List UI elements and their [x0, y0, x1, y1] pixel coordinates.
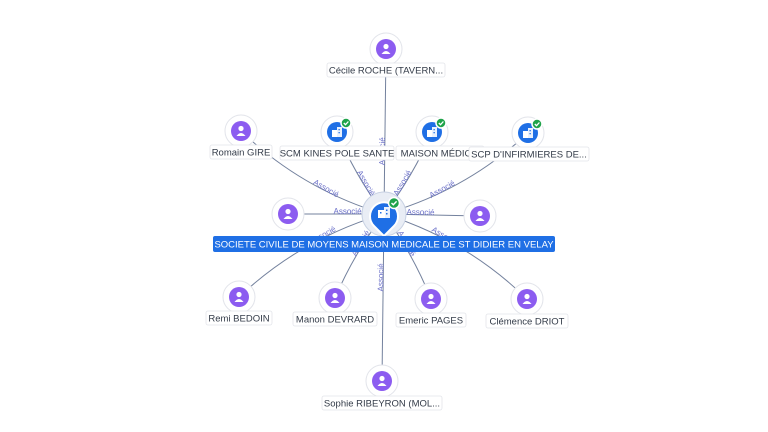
person-icon — [475, 210, 485, 221]
node-label-text: Manon DEVRARD — [296, 315, 374, 326]
node-label-text: Remi BEDOIN — [208, 314, 269, 325]
person-icon — [381, 43, 391, 54]
check-badge-icon — [531, 118, 543, 130]
node-label-text: SCM KINES POLE SANTE — [280, 149, 395, 160]
node-label: Romain GIRE — [209, 144, 273, 160]
person-node[interactable]: Cécile ROCHE (TAVERN... — [326, 32, 446, 78]
building-icon — [332, 127, 342, 137]
node-label: SCM KINES POLE SANTE — [279, 145, 395, 161]
person-node[interactable]: Clémence DRIOT — [485, 282, 569, 329]
check-badge-icon — [387, 196, 401, 210]
edge-label: Associé — [355, 169, 377, 198]
node-label: Manon DEVRARD — [292, 311, 378, 327]
person-node[interactable]: Emeric PAGES — [395, 282, 467, 328]
edge-label: Associé — [392, 168, 414, 197]
company-node[interactable]: SCP D'INFIRMIERES DE... — [468, 116, 590, 162]
check-badge-icon — [435, 117, 447, 129]
building-icon — [378, 207, 390, 218]
company-node[interactable]: MAISON MÉDIC... — [395, 115, 485, 161]
node-label: Cécile ROCHE (TAVERN... — [326, 62, 446, 78]
person-icon — [522, 293, 532, 304]
person-node[interactable] — [271, 197, 305, 231]
node-label-text: Emeric PAGES — [399, 316, 463, 327]
person-icon — [426, 293, 436, 304]
node-label: Emeric PAGES — [395, 312, 467, 328]
person-icon — [236, 125, 246, 136]
person-icon — [377, 375, 387, 386]
person-node[interactable]: Romain GIRE — [209, 114, 273, 160]
center-node-pin — [369, 201, 399, 238]
person-node[interactable]: Manon DEVRARD — [292, 281, 378, 327]
edge-label: Associé — [406, 207, 435, 217]
node-label-text: Sophie RIBEYRON (MOL... — [324, 399, 440, 410]
node-label: Clémence DRIOT — [485, 313, 569, 329]
company-node[interactable]: SCM KINES POLE SANTE — [279, 115, 395, 161]
center-label-text: SOCIETE CIVILE DE MOYENS MAISON MEDICALE… — [214, 240, 554, 251]
person-icon — [234, 291, 244, 302]
edge-line — [238, 213, 385, 298]
building-icon — [523, 128, 533, 138]
person-node[interactable]: Remi BEDOIN — [205, 280, 273, 326]
nodes-layer: Cécile ROCHE (TAVERN... Romain GIRE SCM KI… — [205, 32, 590, 411]
node-label-text: Cécile ROCHE (TAVERN... — [329, 66, 443, 77]
node-label-text: Romain GIRE — [212, 148, 271, 159]
person-icon — [330, 292, 340, 303]
center-label-box — [213, 236, 555, 252]
person-node[interactable] — [463, 199, 497, 233]
node-label-text: MAISON MÉDIC... — [401, 149, 480, 160]
node-label: SCP D'INFIRMIERES DE... — [468, 146, 590, 162]
person-node[interactable]: Sophie RIBEYRON (MOL... — [321, 364, 443, 411]
edge-label: Associé — [334, 207, 363, 216]
node-label: Remi BEDOIN — [205, 310, 273, 326]
building-icon — [427, 127, 437, 137]
center-label[interactable]: SOCIETE CIVILE DE MOYENS MAISON MEDICALE… — [213, 236, 555, 252]
check-badge-icon — [340, 117, 352, 129]
person-icon — [283, 208, 293, 219]
node-label-text: Clémence DRIOT — [490, 317, 565, 328]
center-node[interactable] — [361, 191, 407, 238]
node-label: Sophie RIBEYRON (MOL... — [321, 395, 443, 411]
edge-label: Associé — [376, 263, 385, 292]
edge-label: Associé — [312, 178, 341, 200]
edge-line — [383, 213, 528, 300]
node-label-text: SCP D'INFIRMIERES DE... — [471, 150, 587, 161]
edge-label: Associé — [428, 178, 457, 200]
